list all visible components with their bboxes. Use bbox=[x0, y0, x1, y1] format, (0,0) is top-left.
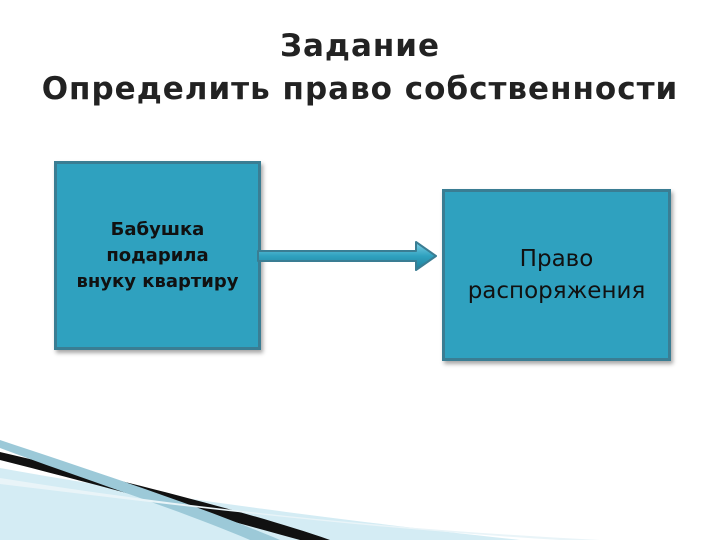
box-left-line2: подарила bbox=[106, 244, 209, 266]
box-right-line1: Право bbox=[519, 246, 594, 272]
slide-title-line1: Задание bbox=[279, 28, 441, 64]
decorative-swoosh bbox=[0, 440, 600, 540]
box-left-line1: Бабушка bbox=[110, 218, 205, 240]
slide-title-line2: Определить право собственности bbox=[41, 71, 679, 107]
box-right-of-disposal: Право распоряжения bbox=[442, 189, 671, 361]
box-left-line3: внуку квартиру bbox=[76, 270, 239, 292]
right-arrow-icon bbox=[257, 241, 437, 271]
box-right-line2: распоряжения bbox=[467, 278, 646, 304]
box-gift-apartment: Бабушка подарила внуку квартиру bbox=[54, 161, 261, 350]
